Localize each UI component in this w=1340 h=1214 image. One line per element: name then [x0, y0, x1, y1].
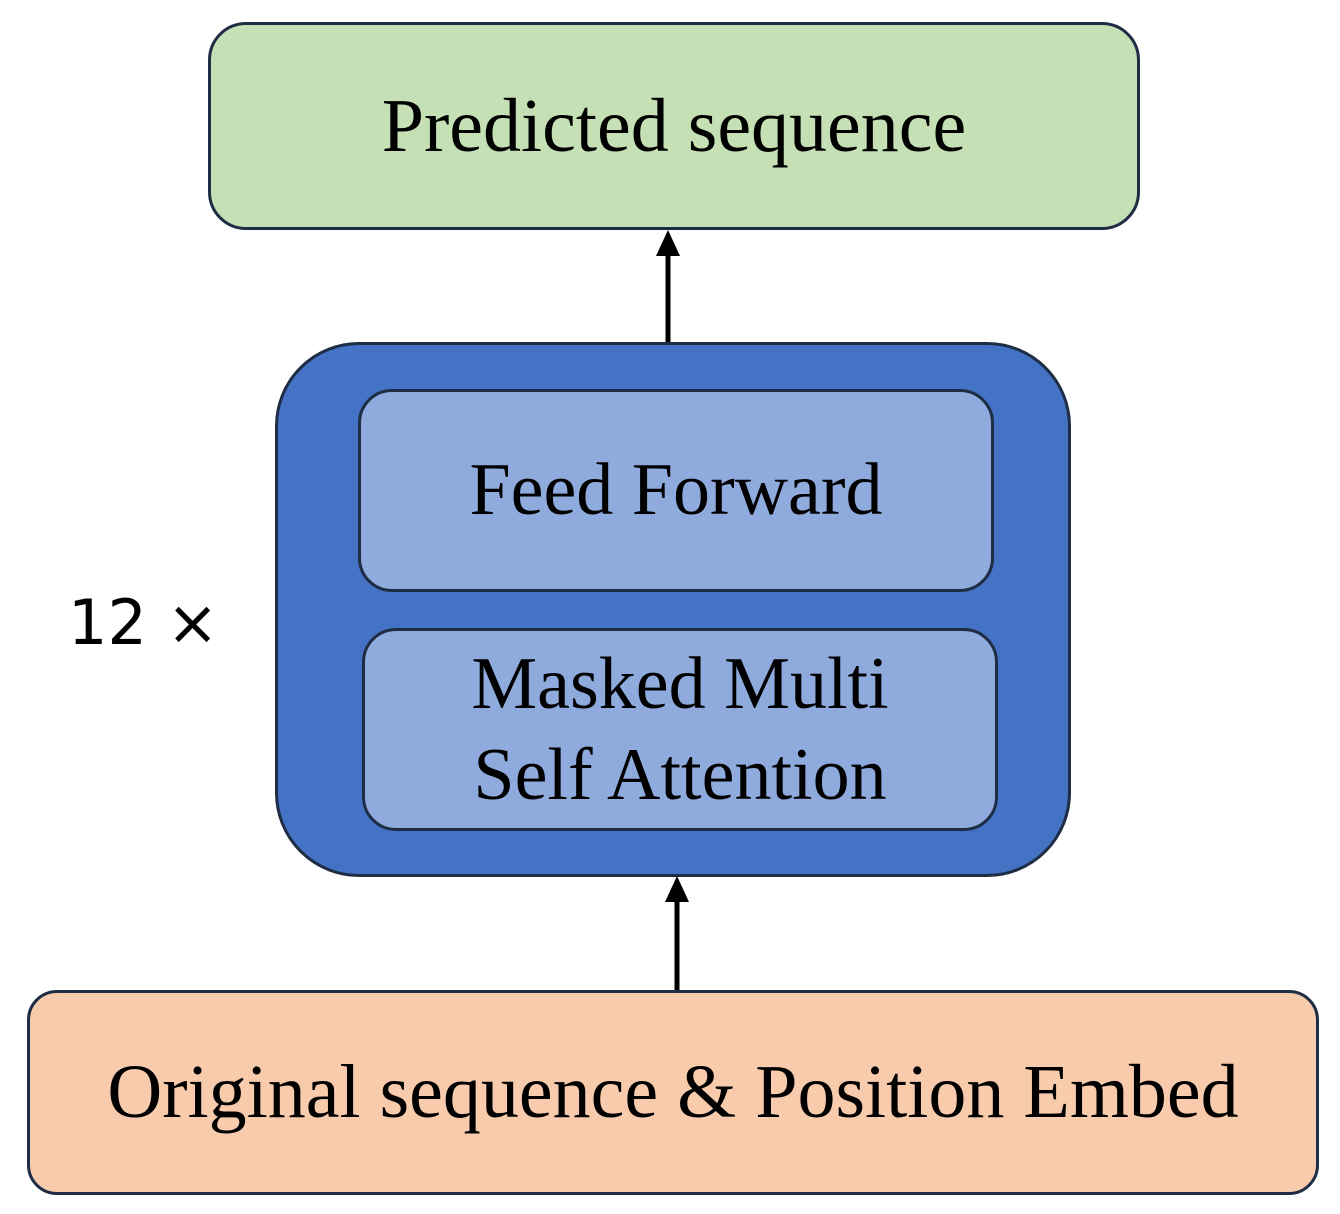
attention-label-line1: Masked Multi	[471, 643, 889, 726]
arrow-decoder-to-output	[656, 230, 680, 342]
arrow-input-to-decoder	[665, 876, 689, 990]
masked-self-attention-box: Masked Multi Self Attention	[362, 628, 998, 831]
feed-forward-box: Feed Forward	[358, 389, 994, 592]
input-embedding-box: Original sequence & Position Embed	[27, 990, 1319, 1195]
feed-forward-label: Feed Forward	[469, 449, 883, 532]
input-embedding-label: Original sequence & Position Embed	[107, 1050, 1239, 1134]
predicted-sequence-box: Predicted sequence	[208, 22, 1140, 230]
predicted-sequence-label: Predicted sequence	[381, 83, 967, 168]
repeat-count-label: 12 ×	[68, 586, 219, 659]
attention-label-line2: Self Attention	[473, 733, 887, 816]
